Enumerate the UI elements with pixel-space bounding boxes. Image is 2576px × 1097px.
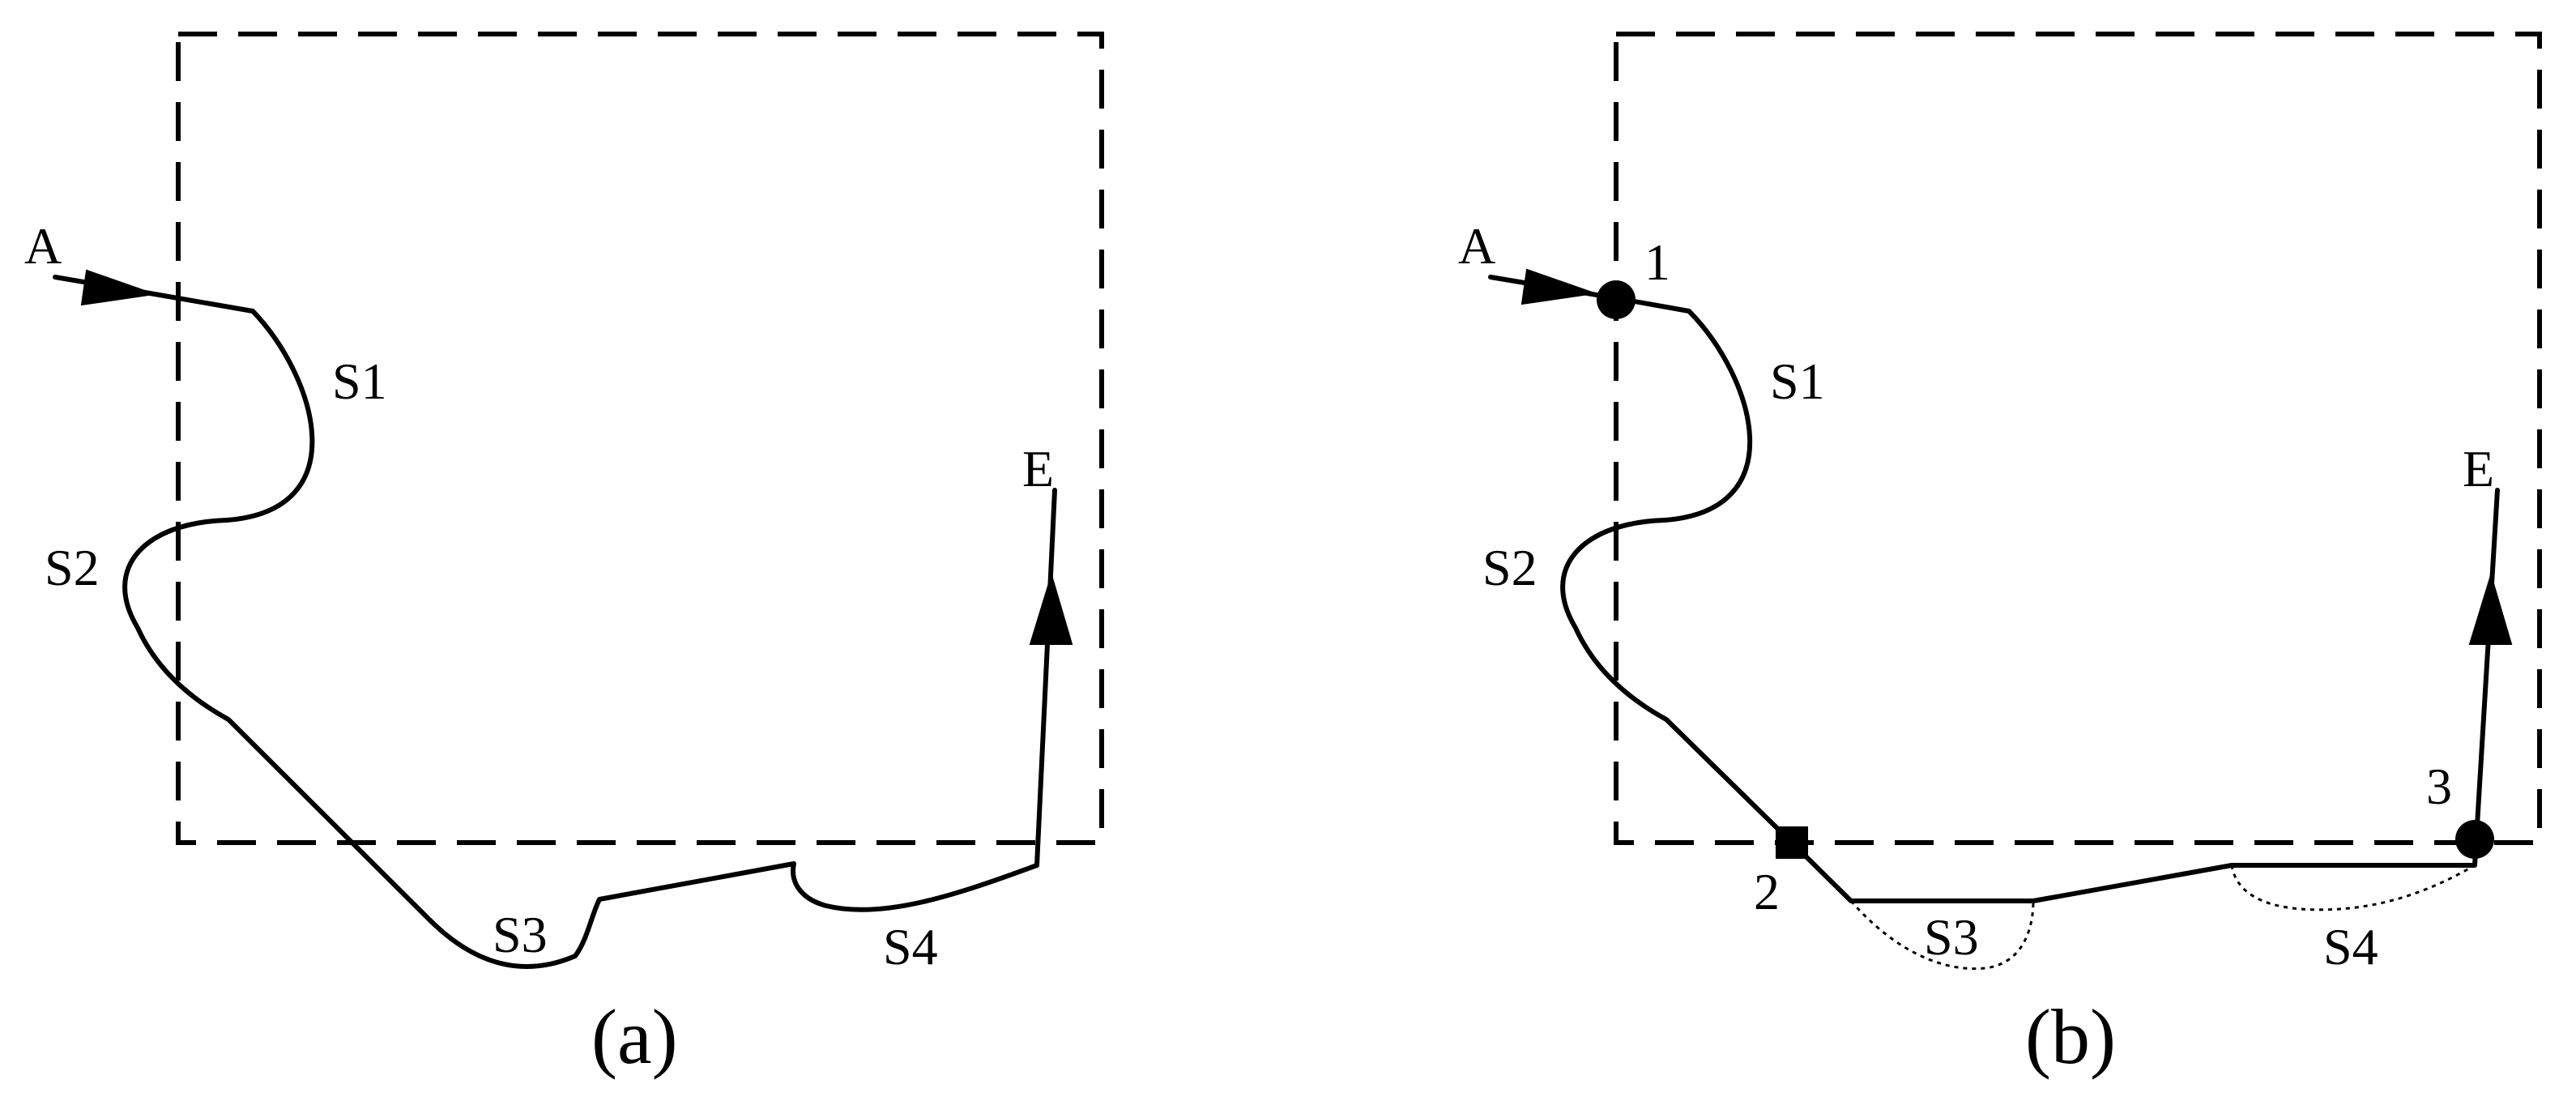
label-a-s2: S2 <box>45 539 100 596</box>
label-b-point-1: 1 <box>1644 233 1670 291</box>
label-a-start: A <box>24 217 62 275</box>
panel-b: 1 2 3 A S1 S2 S3 S4 E (b) <box>1458 32 2542 1080</box>
original-s3-dotted <box>1849 900 2035 971</box>
label-a-s4: S4 <box>883 918 938 975</box>
label-b-point-3: 3 <box>2426 758 2452 815</box>
panel-a: A S1 S2 S3 S4 E (a) <box>24 32 1104 1080</box>
label-b-s3: S3 <box>1924 908 1979 966</box>
caption-b: (b) <box>2025 993 2116 1080</box>
label-a-s3: S3 <box>493 906 548 963</box>
trajectory-b <box>1560 296 2500 903</box>
label-a-s1: S1 <box>332 352 387 410</box>
trajectory-a <box>122 291 1057 969</box>
entry-arrow-a <box>80 269 155 306</box>
point-1-marker <box>1597 280 1636 319</box>
boundary-box-a <box>176 32 1104 845</box>
entry-arrow-b <box>1520 268 1595 305</box>
label-b-start: A <box>1458 217 1495 275</box>
label-a-end: E <box>1022 440 1054 497</box>
caption-a: (a) <box>591 993 678 1080</box>
label-b-s1: S1 <box>1770 352 1825 410</box>
original-s4-dotted <box>2230 864 2476 911</box>
point-2-marker <box>1776 826 1808 859</box>
label-b-s2: S2 <box>1482 539 1537 596</box>
label-b-s4: S4 <box>2323 918 2378 975</box>
exit-arrow-b <box>2468 572 2513 645</box>
label-b-point-2: 2 <box>1754 863 1780 920</box>
boundary-box-b <box>1614 32 2542 845</box>
label-b-end: E <box>2463 440 2494 497</box>
point-3-marker <box>2455 820 2494 859</box>
exit-arrow-a <box>1029 572 1073 645</box>
